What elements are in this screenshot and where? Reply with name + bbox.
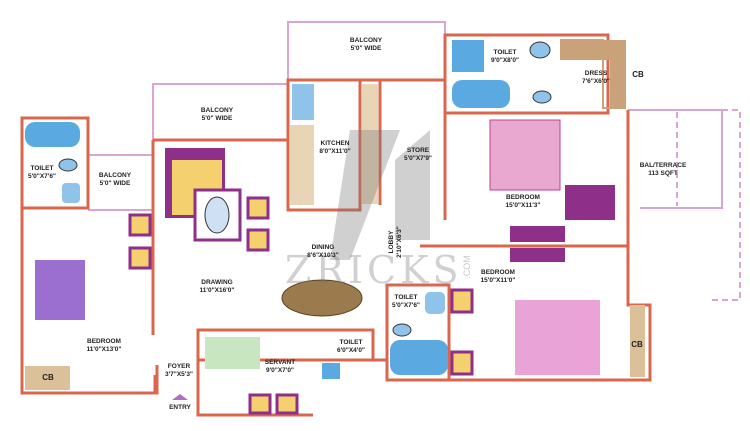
shower-icon [452,40,484,72]
cabinet-icon [25,366,70,390]
kitchen-counter [362,84,378,204]
balcony-outlines [88,21,741,301]
chair-icon [246,196,270,220]
chair-icon [246,228,270,252]
chair-icon [248,393,272,415]
bathtub-icon [452,80,510,108]
washbasin-icon [529,41,551,59]
bed-icon [35,260,85,320]
chair-icon [275,393,299,415]
watermark-suffix: .COM [461,255,472,279]
washbasin-icon [322,363,340,379]
bathtub-icon [25,122,80,147]
washbasin-icon [62,183,80,203]
cabinet-icon [610,40,625,108]
chair-icon [450,350,474,376]
fridge-icon [292,84,314,120]
room-label-cb-dress: CB [632,70,644,79]
toilet-icon [532,90,552,104]
washbasin-icon [425,292,445,314]
bed-icon [489,119,561,191]
room-label-cb-right: CB [631,340,643,349]
bed-icon [515,300,600,375]
desk-icon [510,226,565,242]
dining-table-icon [281,279,363,317]
sofa-icon [565,185,615,220]
watermark: ZRICKS [285,248,463,292]
room-label-entry: ENTRY [169,404,191,411]
chair-icon [128,213,152,237]
chair-icon [128,246,152,270]
cabinet-icon [560,40,625,60]
fixtures [25,39,645,415]
chair-icon [450,288,474,314]
servant-bed-icon [205,337,260,369]
walls [20,33,652,417]
toilet-icon [58,158,78,172]
toilet-icon [392,323,412,337]
entry-arrow-icon [172,394,188,400]
kitchen-counter [290,125,314,205]
watermark-logo [330,130,430,260]
bathtub-icon [390,340,448,375]
room-label-cb-left: CB [42,373,54,382]
desk-icon [510,248,565,262]
cabinet-icon [630,305,645,377]
